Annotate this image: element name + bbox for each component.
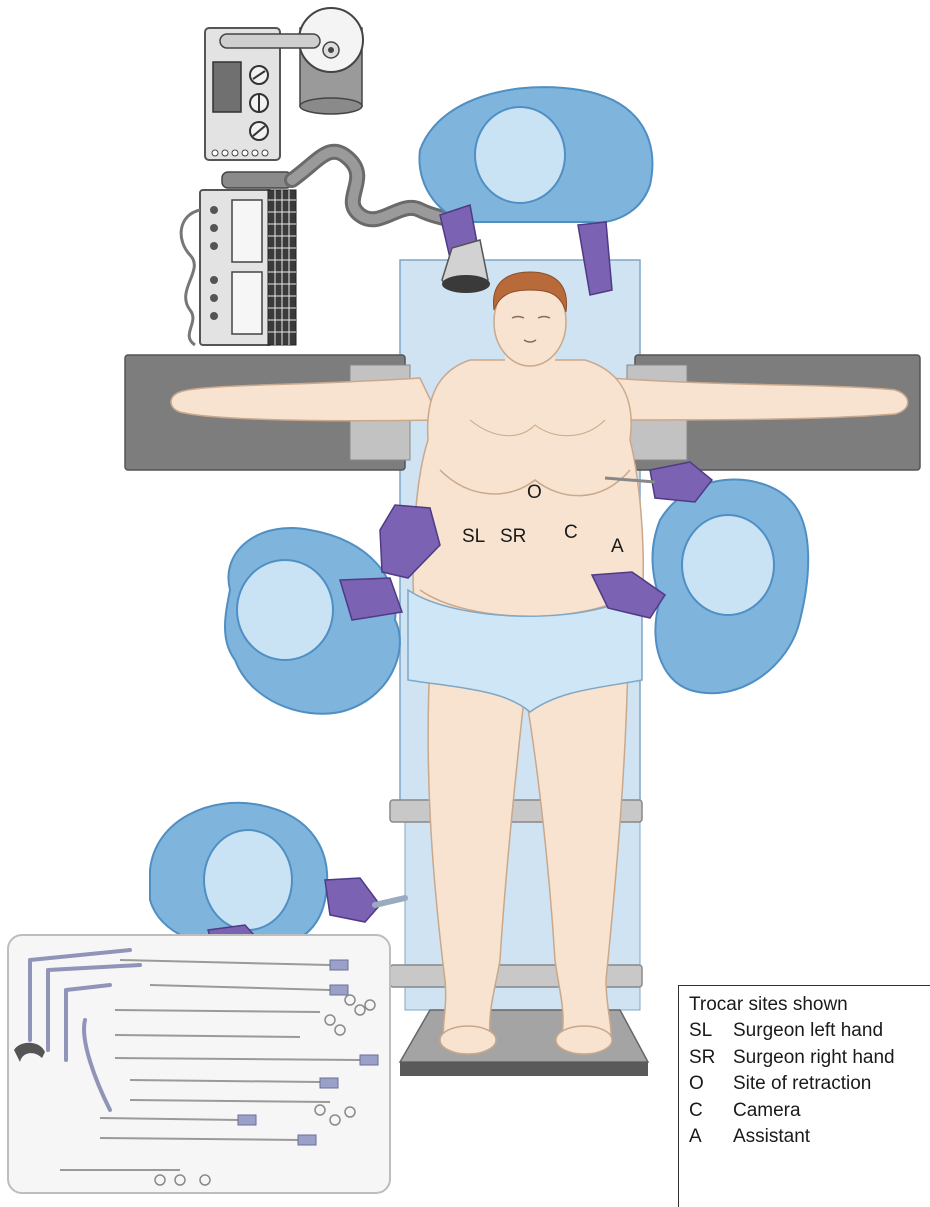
trocar-sites-legend: Trocar sites shown SL Surgeon left hand … bbox=[678, 985, 930, 1207]
site-label-a: A bbox=[611, 536, 624, 557]
legend-label: Camera bbox=[733, 1098, 801, 1125]
legend-row: O Site of retraction bbox=[689, 1071, 930, 1098]
legend-label: Surgeon left hand bbox=[733, 1018, 883, 1045]
legend-code: C bbox=[689, 1098, 733, 1125]
legend-title: Trocar sites shown bbox=[689, 992, 930, 1018]
instrument-tray bbox=[8, 935, 390, 1193]
legend-code: O bbox=[689, 1071, 733, 1098]
site-label-c: C bbox=[564, 522, 578, 543]
legend-label: Site of retraction bbox=[733, 1071, 871, 1098]
legend-code: A bbox=[689, 1124, 733, 1151]
legend-label: Assistant bbox=[733, 1124, 810, 1151]
legend-row: A Assistant bbox=[689, 1124, 930, 1151]
site-label-sr: SR bbox=[500, 526, 526, 547]
legend-code: SL bbox=[689, 1018, 733, 1045]
legend-label: Surgeon right hand bbox=[733, 1045, 895, 1072]
legend-row: SL Surgeon left hand bbox=[689, 1018, 930, 1045]
site-label-o: O bbox=[527, 482, 542, 503]
site-label-sl: SL bbox=[462, 526, 485, 547]
legend-code: SR bbox=[689, 1045, 733, 1072]
legend-row: SR Surgeon right hand bbox=[689, 1045, 930, 1072]
legend-row: C Camera bbox=[689, 1098, 930, 1125]
